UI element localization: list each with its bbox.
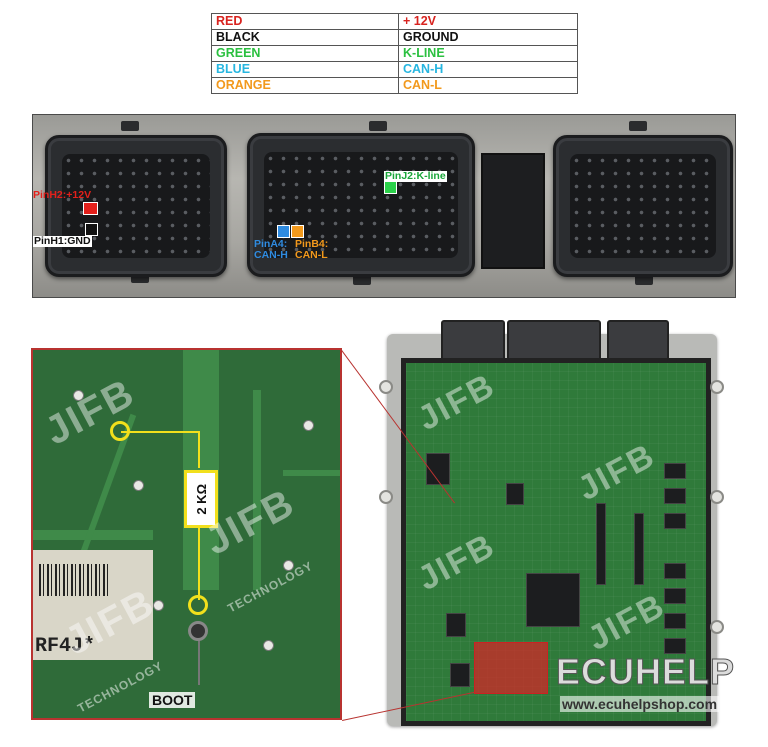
- resistor-2k: 2 KΩ: [184, 470, 218, 528]
- latch: [121, 121, 139, 131]
- legend-row: RED+ 12V: [211, 13, 578, 30]
- sticker-text: RF4J*: [35, 635, 96, 658]
- pin-j2-marker: [384, 181, 397, 194]
- legend-wire-color: BLUE: [211, 61, 399, 78]
- pin-a4-label: PinA4:: [254, 238, 288, 250]
- legend-signal: K-LINE: [398, 45, 578, 62]
- barcode: [39, 564, 109, 596]
- pin-j2-label: PinJ2:K-line: [384, 170, 447, 182]
- ecu-board-photo: JIFB JIFB JIFB JIFB: [367, 320, 729, 730]
- watermark-logo: JIFB: [411, 366, 502, 439]
- ecuhelp-url: www.ecuhelpshop.com: [560, 696, 720, 712]
- connector-divider-block: [481, 153, 545, 269]
- pin-a4-sub-label: CAN-H: [254, 249, 288, 261]
- ecu-header-connector: [441, 320, 505, 364]
- pin-b4-marker: [291, 225, 304, 238]
- legend-wire-color: BLACK: [211, 29, 399, 46]
- watermark-logo: JIFB: [411, 526, 502, 599]
- latch: [353, 275, 371, 285]
- ecuhelp-logo: ECUHELP: [555, 651, 736, 693]
- boot-pin: [188, 621, 208, 641]
- pin-h1-marker: [85, 223, 98, 236]
- part-sticker: RF4J*: [33, 550, 153, 660]
- legend-signal: + 12V: [398, 13, 578, 30]
- connector-plug-right: [553, 135, 733, 277]
- latch: [369, 121, 387, 131]
- ecu-processor: [526, 573, 580, 627]
- legend-wire-color: RED: [211, 13, 399, 30]
- boot-area-highlight: [474, 642, 548, 694]
- connector-plug-left: [45, 135, 227, 277]
- ecu-pcb: JIFB JIFB JIFB JIFB: [401, 358, 711, 726]
- latch: [131, 273, 149, 283]
- boot-test-point-top: [110, 421, 130, 441]
- resistor-label: 2 KΩ: [193, 483, 209, 515]
- boot-test-point-middle: [188, 595, 208, 615]
- pin-h2-label: PinH2:+12V: [33, 189, 92, 201]
- watermark-logo: JIFB: [581, 586, 672, 659]
- pin-b4-label: PinB4:: [295, 238, 329, 250]
- resistor-wiring: [121, 431, 200, 685]
- latch: [635, 275, 653, 285]
- ecu-header-connector: [607, 320, 669, 364]
- pin-h1-label: PinH1:GND: [33, 235, 92, 247]
- legend-wire-color: GREEN: [211, 45, 399, 62]
- pin-a4-marker: [277, 225, 290, 238]
- latch: [629, 121, 647, 131]
- legend-wire-color: ORANGE: [211, 77, 399, 94]
- legend-signal: CAN-H: [398, 61, 578, 78]
- boot-label: BOOT: [149, 692, 196, 708]
- connector-plug-middle: [247, 133, 475, 277]
- pin-b4-sub-label: CAN-L: [295, 249, 328, 261]
- legend-signal: CAN-L: [398, 77, 578, 94]
- obd-connector-photo: PinH2:+12V PinH1:GND PinJ2:K-line PinA4:…: [32, 114, 736, 298]
- legend-signal: GROUND: [398, 29, 578, 46]
- watermark-logo: JIFB: [571, 436, 662, 509]
- board-zoom-photo: RF4J* 2 KΩ BOOT JIFB JIFB JIFB TECHNOLOG…: [31, 348, 342, 720]
- pin-h2-marker: [83, 202, 98, 215]
